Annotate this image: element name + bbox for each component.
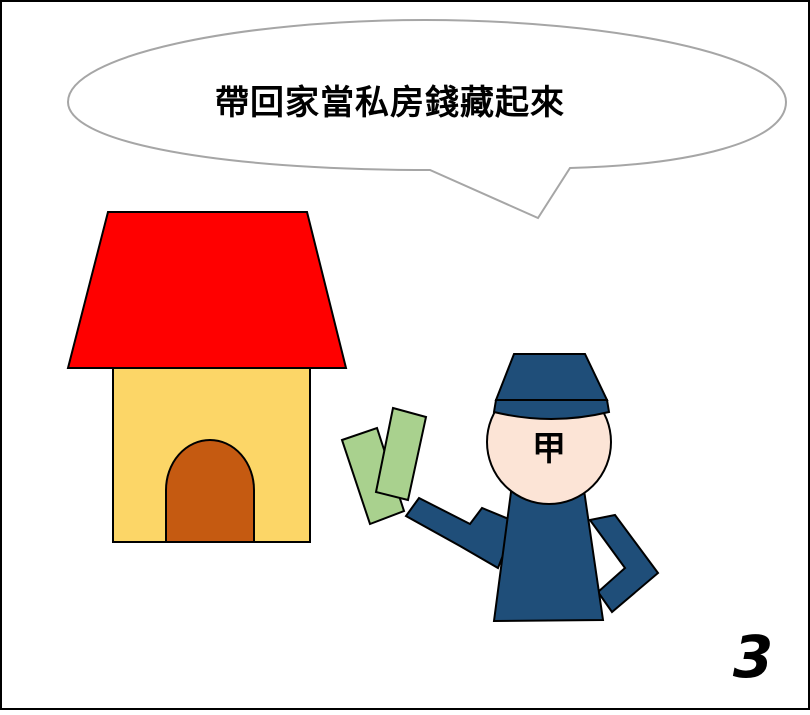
money-bills xyxy=(340,406,428,526)
speech-bubble xyxy=(66,18,788,220)
house-roof xyxy=(66,211,348,369)
house xyxy=(66,211,348,543)
money-bill-front xyxy=(374,406,428,502)
character-label: 甲 xyxy=(532,429,566,469)
character-cap-brim xyxy=(492,399,611,420)
character-body xyxy=(492,488,605,623)
money-bill-back xyxy=(340,426,406,526)
character-right-arm xyxy=(588,513,660,614)
house-door xyxy=(165,439,255,543)
panel-number: 3 xyxy=(732,623,774,691)
speech-text: 帶回家當私房錢藏起來 xyxy=(215,83,565,123)
character: 甲 xyxy=(404,353,660,623)
